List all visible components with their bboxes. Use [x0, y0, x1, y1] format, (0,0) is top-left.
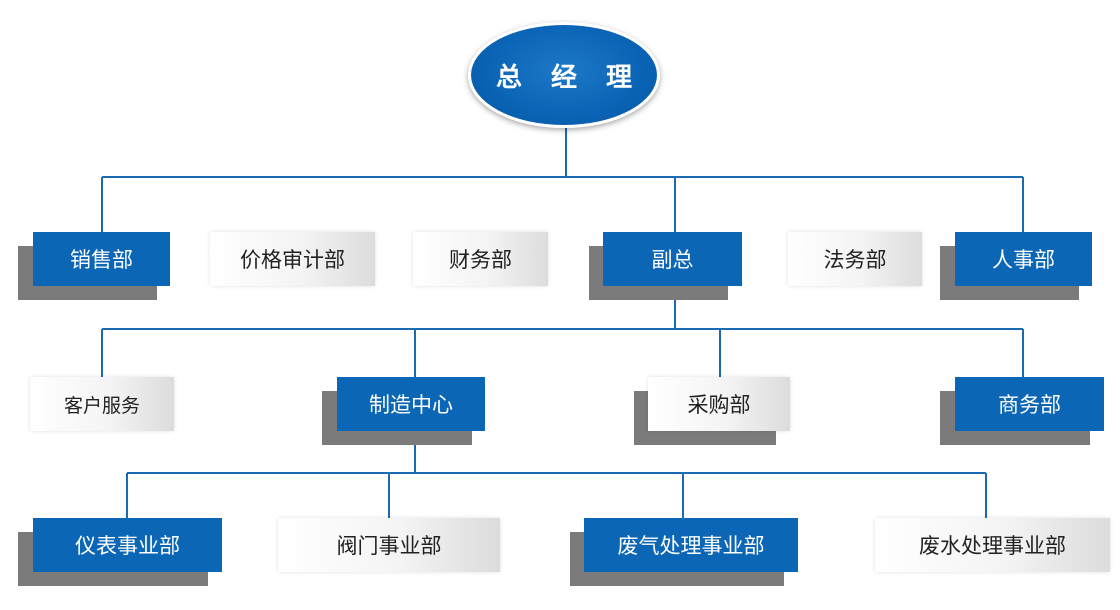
- deputy-gm-label: 副总: [651, 248, 694, 272]
- waste-gas-division-label: 废气处理事业部: [617, 534, 765, 558]
- procurement-label: 采购部: [687, 393, 751, 417]
- price-audit-node: 价格审计部: [210, 232, 375, 286]
- procurement-node: 采购部: [648, 377, 790, 431]
- valve-division-node: 阀门事业部: [278, 518, 500, 572]
- customer-service-node: 客户服务: [30, 377, 174, 431]
- manufacturing-center-label: 制造中心: [369, 393, 453, 417]
- manufacturing-center-node: 制造中心: [337, 377, 485, 431]
- instrument-division-node: 仪表事业部: [33, 518, 222, 572]
- waste-water-division-label: 废水处理事业部: [919, 534, 1066, 558]
- instrument-division-label: 仪表事业部: [75, 534, 180, 558]
- business-affairs-node: 商务部: [955, 377, 1104, 431]
- hr-label: 人事部: [992, 248, 1055, 272]
- waste-gas-division-node: 废气处理事业部: [584, 518, 798, 572]
- valve-division-label: 阀门事业部: [336, 534, 442, 558]
- hr-node: 人事部: [955, 232, 1092, 286]
- finance-label: 财务部: [449, 248, 512, 272]
- customer-service-label: 客户服务: [63, 394, 140, 417]
- legal-label: 法务部: [823, 248, 887, 272]
- waste-water-division-node: 废水处理事业部: [875, 518, 1110, 572]
- business-affairs-label: 商务部: [998, 393, 1061, 417]
- general-manager-label: 总 经 理: [495, 62, 643, 93]
- sales-label: 销售部: [70, 248, 133, 272]
- deputy-gm-node: 副总: [603, 232, 742, 286]
- legal-node: 法务部: [788, 232, 922, 286]
- sales-node: 销售部: [33, 232, 170, 286]
- finance-node: 财务部: [413, 232, 548, 286]
- price-audit-label: 价格审计部: [240, 248, 345, 272]
- general-manager-node: 总 经 理: [468, 22, 660, 128]
